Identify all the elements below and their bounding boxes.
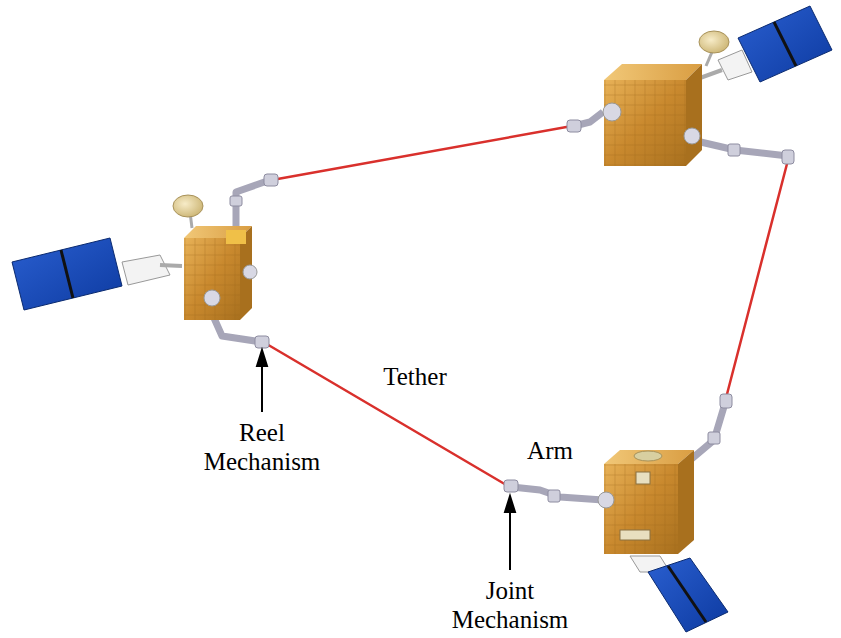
satellite-top-right xyxy=(603,6,832,166)
joint xyxy=(230,196,242,206)
tether-label: Tether xyxy=(358,362,472,391)
joint xyxy=(728,144,740,156)
arrowhead xyxy=(505,496,515,512)
part-label: Arm xyxy=(513,436,587,465)
part-label: Joint Mechanism xyxy=(448,576,572,634)
part-label: Reel Mechanism xyxy=(195,418,329,476)
tethers xyxy=(265,126,788,486)
tether-line xyxy=(272,126,572,180)
tether-line xyxy=(726,160,788,398)
leader-line xyxy=(509,508,511,570)
arrowhead xyxy=(257,350,267,366)
joint xyxy=(782,150,794,164)
joint xyxy=(548,490,560,502)
leader-line xyxy=(261,362,263,412)
joint xyxy=(264,174,278,186)
joint xyxy=(720,394,732,408)
joint-mechanism xyxy=(504,480,518,492)
joint xyxy=(567,120,581,132)
arm xyxy=(692,140,788,156)
satellite-bottom-right xyxy=(598,450,728,632)
reel-mechanism xyxy=(255,336,269,348)
satellite-left xyxy=(12,195,257,320)
joint xyxy=(708,432,720,444)
